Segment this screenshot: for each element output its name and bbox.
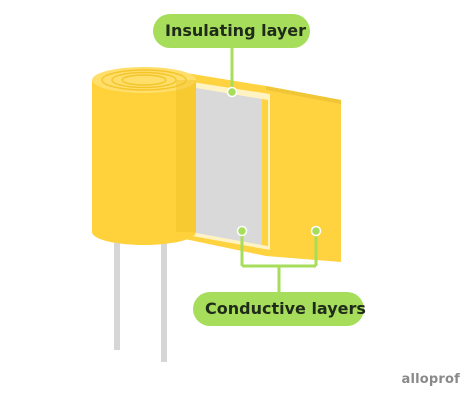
callout-dot-conductive-inner <box>236 225 248 237</box>
conductive-sheet-outer <box>266 86 341 262</box>
brand-logo-text: alloprof <box>401 372 460 387</box>
lead-wire-left <box>114 240 120 350</box>
insulating-layer-label: Insulating layer <box>153 14 310 48</box>
callout-dot-conductive-outer <box>310 225 322 237</box>
lead-wire-right <box>161 240 167 362</box>
rolled-body <box>92 67 196 245</box>
callout-conductive <box>236 225 322 292</box>
callout-dot-insulating <box>226 86 238 98</box>
conductive-layers-label: Conductive layers <box>193 292 366 326</box>
layer-strip <box>180 72 270 256</box>
callout-insulating <box>226 48 238 98</box>
insulating-layer <box>196 88 262 245</box>
